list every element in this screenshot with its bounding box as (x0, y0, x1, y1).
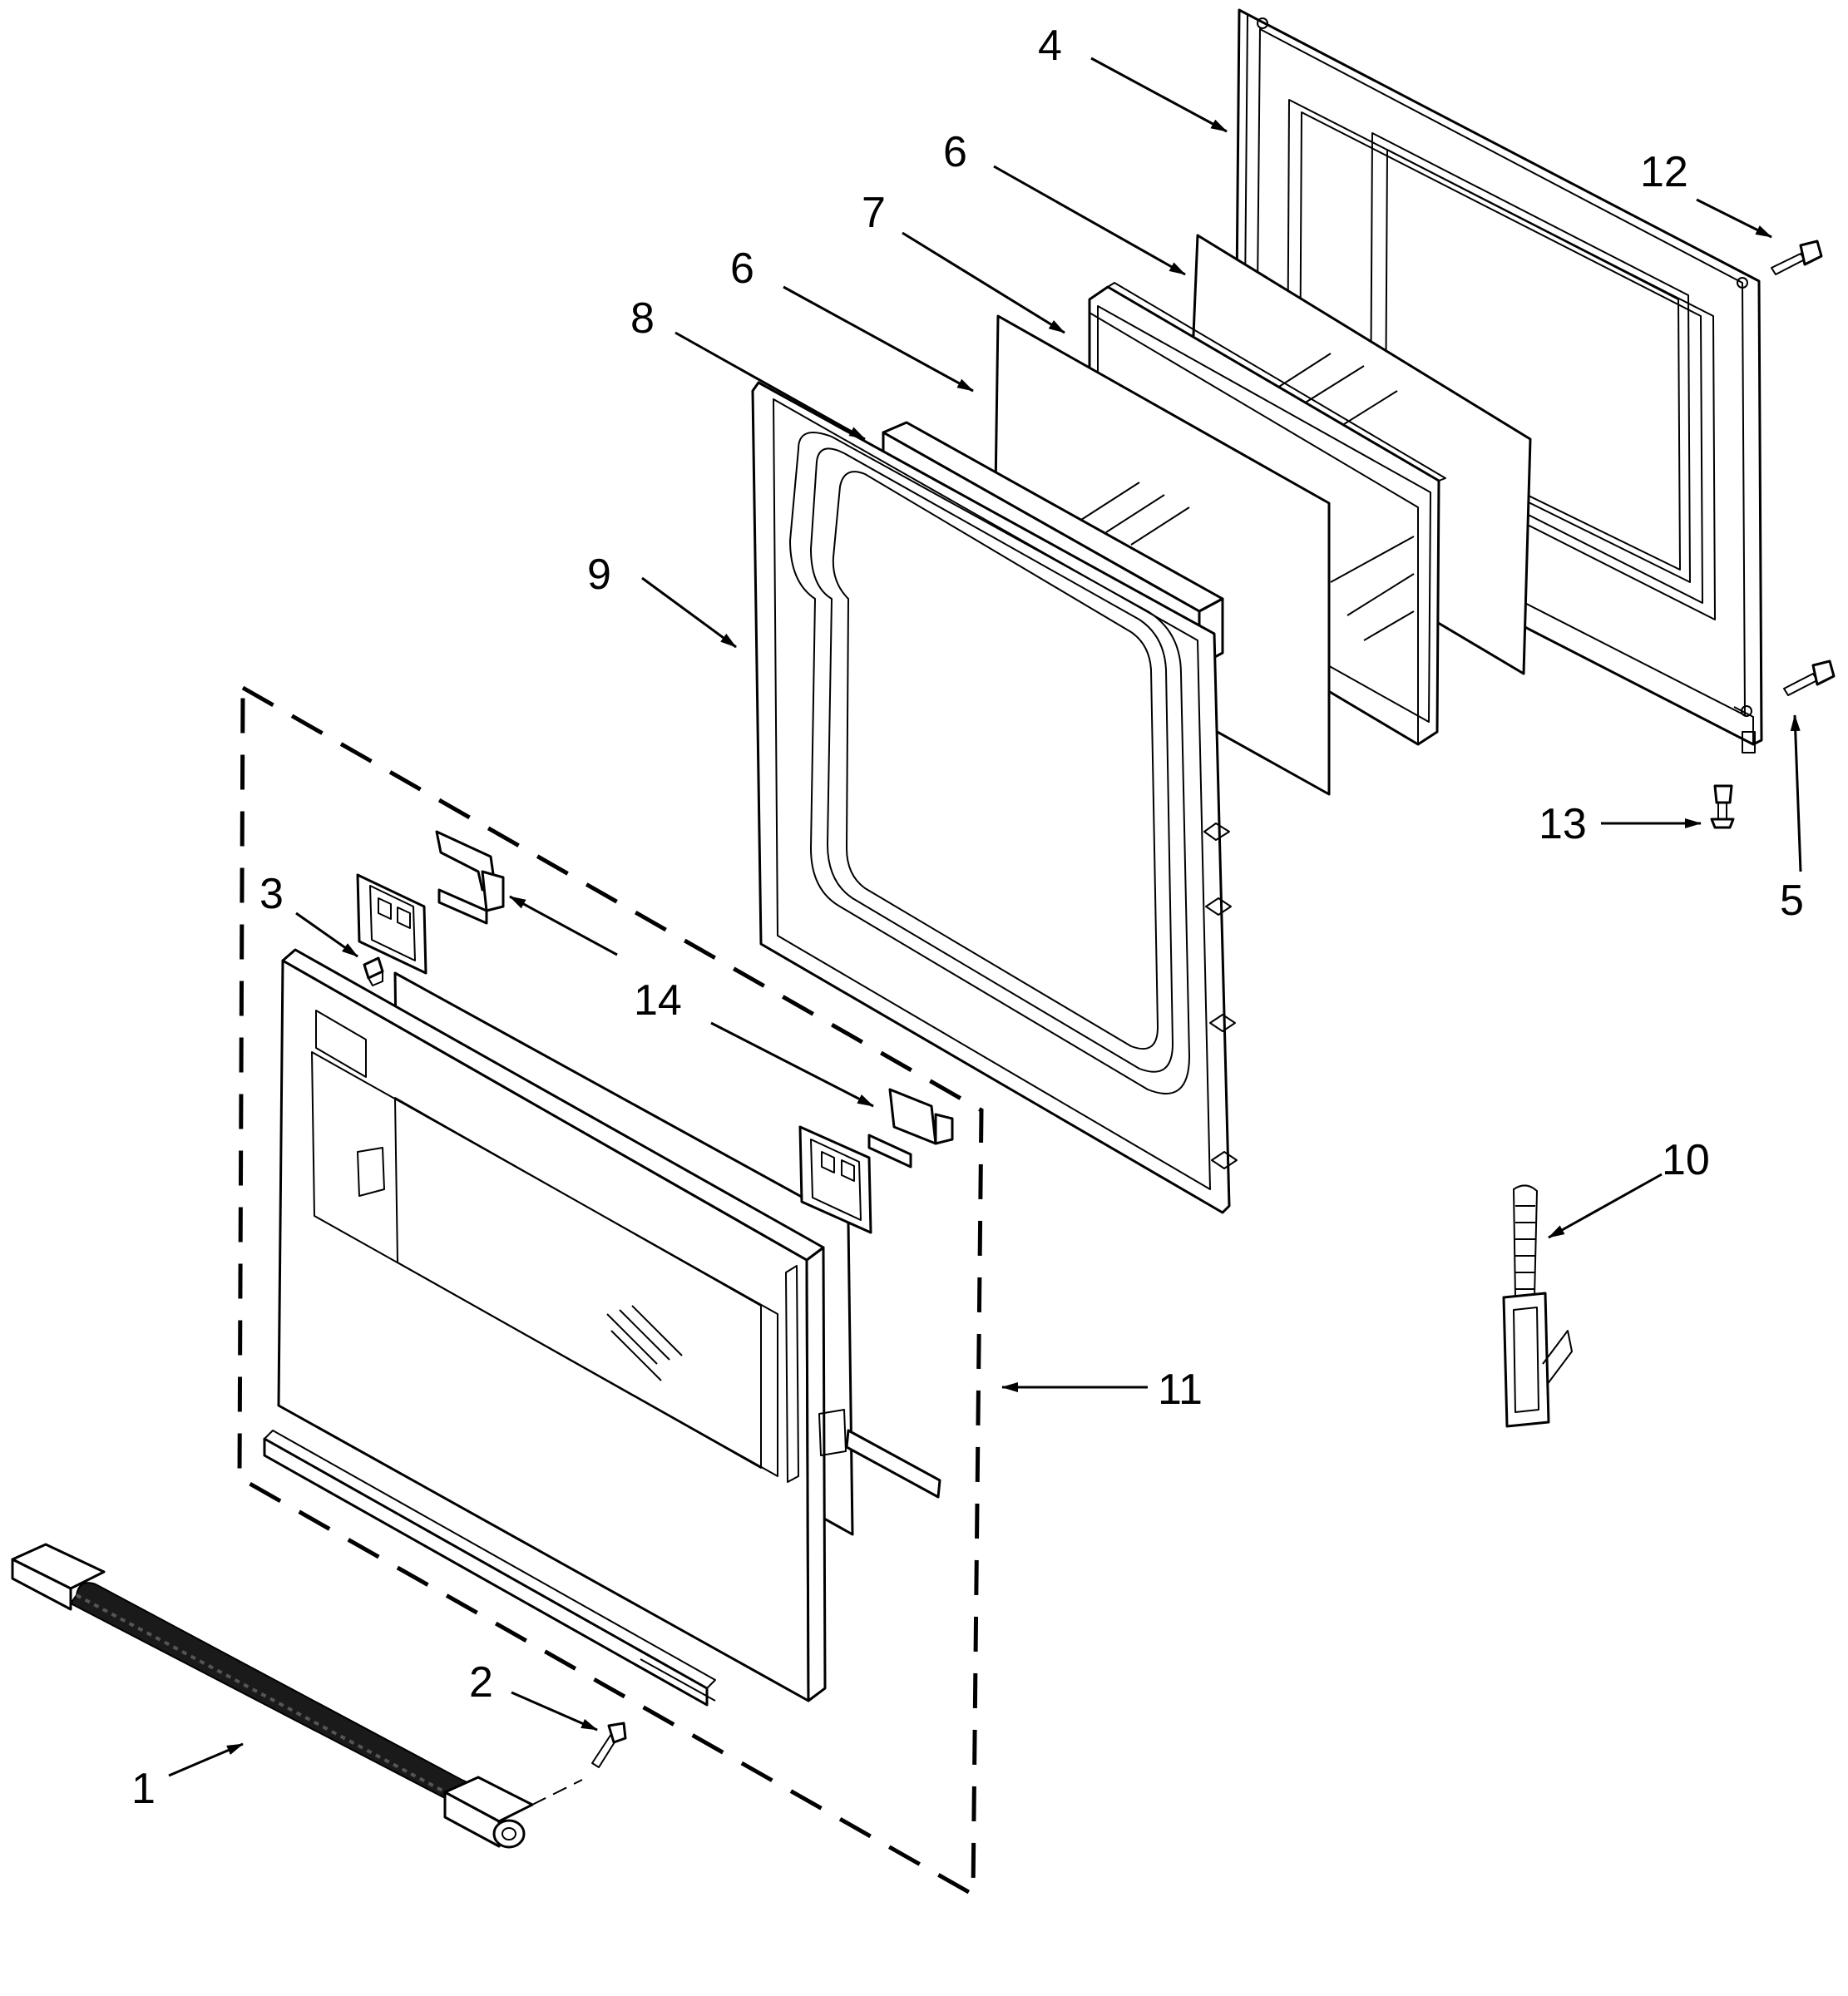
callout-6-front: 6 (730, 245, 754, 293)
door-hinge (1502, 1184, 1573, 1428)
callout-1: 1 (131, 1765, 156, 1813)
callout-7: 7 (862, 189, 886, 237)
hinge-bracket-left (356, 830, 505, 975)
leader-arrows (168, 57, 1802, 1777)
callout-9: 9 (587, 551, 611, 599)
callout-labels: 4 6 7 6 8 9 12 13 5 10 11 3 14 2 1 (131, 22, 1804, 1813)
callout-10: 10 (1662, 1136, 1710, 1184)
callout-3: 3 (259, 870, 284, 918)
inner-door-panel (1233, 8, 1763, 753)
callout-12: 12 (1640, 148, 1688, 196)
screw-2 (591, 1722, 627, 1768)
screw-13 (1710, 784, 1735, 829)
callout-6-rear: 6 (943, 128, 967, 176)
screw-12 (1771, 240, 1823, 275)
door-assembly (237, 684, 984, 1899)
callout-2: 2 (469, 1658, 493, 1707)
callout-5: 5 (1780, 877, 1804, 925)
door-liner-frame (751, 381, 1238, 1214)
pin-3 (363, 956, 384, 986)
callout-4: 4 (1038, 22, 1062, 70)
callout-14: 14 (634, 976, 682, 1025)
screw-5 (1783, 660, 1836, 696)
hinge-bracket-right (798, 1088, 954, 1234)
door-handle (11, 1543, 534, 1849)
callout-11: 11 (1158, 1366, 1203, 1414)
callout-13: 13 (1539, 800, 1587, 848)
callout-8: 8 (630, 294, 655, 343)
